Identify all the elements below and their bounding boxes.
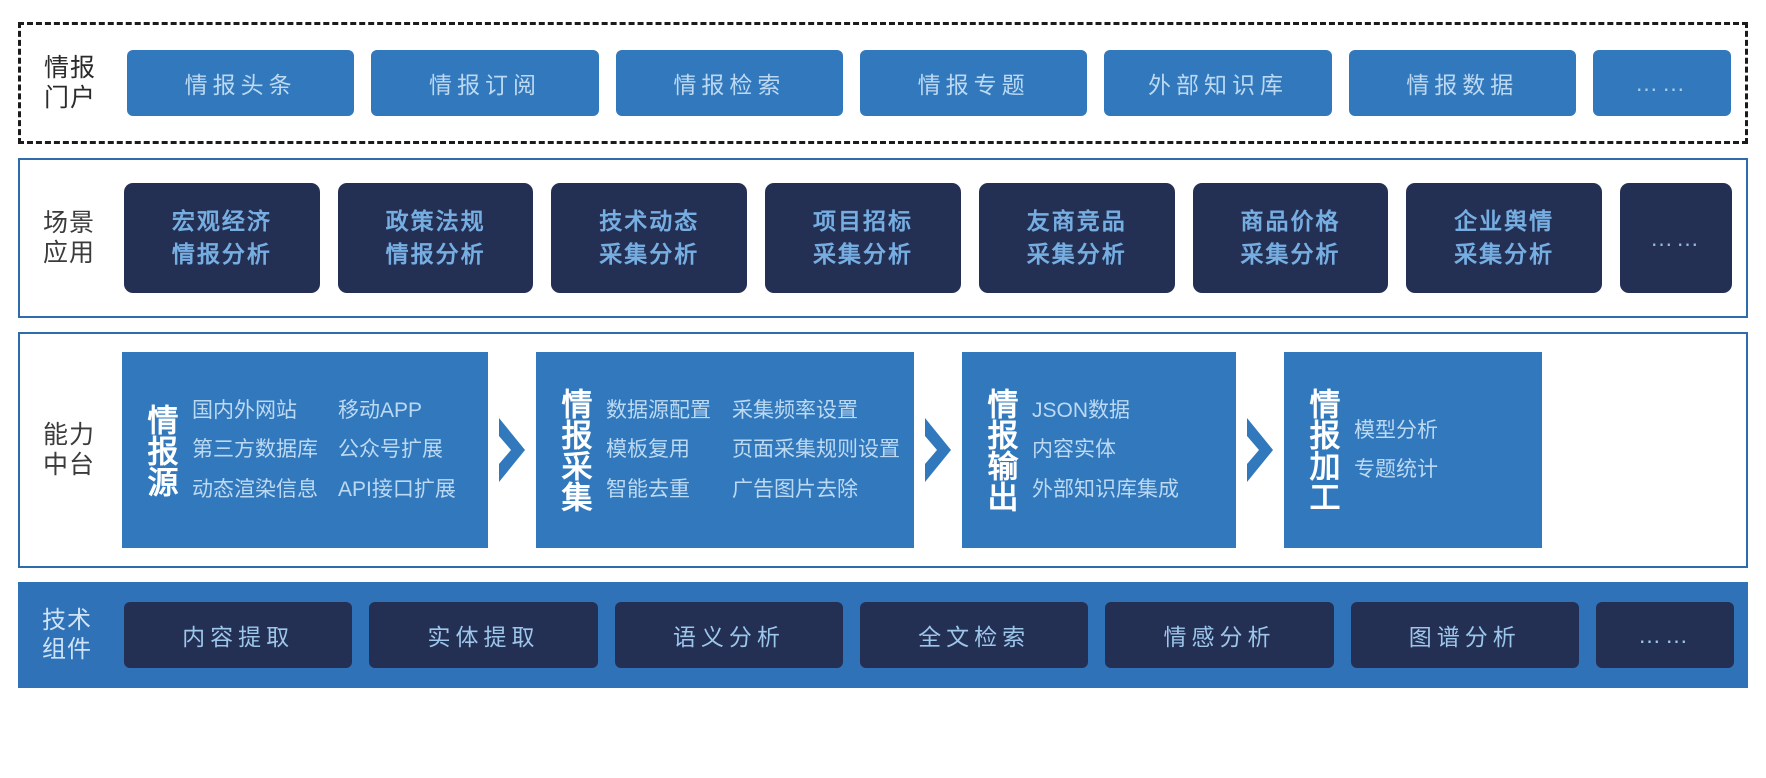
portal-cell-topic[interactable]: 情报专题 [859, 50, 1088, 116]
scenario-line-2: 采集分析 [599, 241, 700, 267]
capability-item-list: 国内外网站 移动APP 第三方数据库 公众号扩展 动态渲染信息 API接口扩展 [182, 399, 474, 500]
tech-component-row-label: 技术 组件 [42, 606, 92, 663]
capability-panel-intel-processing[interactable]: 情报加工 模型分析 专题统计 [1284, 352, 1542, 548]
capability-item-external-kb-integration[interactable]: 外部知识库集成 [1032, 477, 1179, 501]
chevron-right-icon [488, 414, 536, 486]
portal-cell-more[interactable]: …… [1592, 50, 1731, 116]
portal-cell-external-kb[interactable]: 外部知识库 [1104, 50, 1332, 116]
tech-component-row: 技术 组件 内容提取 实体提取 语义分析 全文检索 情感分析 图谱分析 …… [18, 582, 1748, 688]
capability-item-template-reuse[interactable]: 模板复用 [606, 438, 690, 462]
scenario-cell-project-bidding[interactable]: 项目招标 采集分析 [765, 183, 961, 293]
capability-row-body: 情报源 国内外网站 移动APP 第三方数据库 公众号扩展 动态渲染信息 API接… [112, 352, 1736, 548]
capability-panel-title: 情报加工 [1304, 388, 1340, 512]
tech-cell-semantic-analysis[interactable]: 语义分析 [614, 602, 843, 668]
scenario-cell-commodity-price[interactable]: 商品价格 采集分析 [1192, 183, 1389, 293]
scenario-line-2: 采集分析 [1454, 241, 1555, 267]
capability-item-content-entity[interactable]: 内容实体 [1032, 438, 1116, 462]
scenario-line-2: 采集分析 [813, 241, 914, 267]
capability-item-topic-statistics[interactable]: 专题统计 [1354, 458, 1438, 481]
scenario-row: 场景 应用 宏观经济 情报分析 政策法规 情报分析 技术动态 采集分析 项目招标… [18, 158, 1748, 318]
chevron-right-icon [1236, 414, 1284, 486]
capability-item-smart-dedupe[interactable]: 智能去重 [606, 477, 690, 501]
scenario-line-2: 情报分析 [171, 241, 272, 267]
capability-item-page-rule-settings[interactable]: 页面采集规则设置 [732, 438, 900, 462]
portal-row-body: 情报头条 情报订阅 情报检索 情报专题 外部知识库 情报数据 …… [113, 50, 1731, 116]
scenario-line-1: 宏观经济 [171, 208, 272, 235]
capability-item-collection-frequency[interactable]: 采集频率设置 [732, 399, 858, 423]
scenario-line-1: 商品价格 [1240, 208, 1341, 235]
portal-cell-search[interactable]: 情报检索 [615, 50, 843, 116]
capability-panel-intel-output[interactable]: 情报输出 JSON数据 内容实体 外部知识库集成 [962, 352, 1236, 548]
capability-item-domestic-foreign-sites[interactable]: 国内外网站 [192, 399, 297, 423]
capability-flow: 情报源 国内外网站 移动APP 第三方数据库 公众号扩展 动态渲染信息 API接… [112, 352, 1736, 548]
chevron-right-icon [914, 414, 962, 486]
capability-item-official-account-extension[interactable]: 公众号扩展 [338, 438, 443, 462]
scenario-cell-tech-trends[interactable]: 技术动态 采集分析 [551, 183, 748, 293]
portal-cell-headline[interactable]: 情报头条 [127, 50, 355, 116]
scenario-line-1: 企业舆情 [1454, 208, 1555, 235]
capability-row: 能力 中台 情报源 国内外网站 移动APP 第三方数据库 公众号扩展 动态渲染信… [18, 332, 1748, 568]
tech-cell-graph-analysis[interactable]: 图谱分析 [1350, 602, 1579, 668]
scenario-line-1: 政策法规 [385, 208, 486, 235]
tech-component-cell-list: 内容提取 实体提取 语义分析 全文检索 情感分析 图谱分析 …… [110, 602, 1734, 668]
tech-cell-more[interactable]: …… [1595, 602, 1734, 668]
capability-item-dynamic-render-info[interactable]: 动态渲染信息 [192, 477, 318, 501]
capability-item-list: JSON数据 内容实体 外部知识库集成 [1022, 399, 1222, 500]
scenario-cell-enterprise-opinion[interactable]: 企业舆情 采集分析 [1406, 183, 1603, 293]
capability-item-mobile-app[interactable]: 移动APP [338, 399, 423, 423]
scenario-cell-policy-regulation[interactable]: 政策法规 情报分析 [337, 183, 534, 293]
scenario-line-1: 项目招标 [813, 208, 914, 235]
scenario-cell-more[interactable]: …… [1620, 183, 1733, 293]
capability-item-third-party-db[interactable]: 第三方数据库 [192, 438, 318, 462]
scenario-cell-list: 宏观经济 情报分析 政策法规 情报分析 技术动态 采集分析 项目招标 采集分析 … [112, 183, 1733, 293]
scenario-line-1: …… [1650, 224, 1703, 251]
scenario-cell-competitor-products[interactable]: 友商竞品 采集分析 [978, 183, 1175, 293]
capability-row-label: 能力 中台 [42, 420, 95, 480]
capability-item-api-extension[interactable]: API接口扩展 [338, 477, 456, 501]
portal-row: 情报 门户 情报头条 情报订阅 情报检索 情报专题 外部知识库 情报数据 …… [18, 22, 1748, 144]
portal-cell-data[interactable]: 情报数据 [1348, 50, 1576, 116]
scenario-cell-macro-economy[interactable]: 宏观经济 情报分析 [124, 183, 320, 293]
capability-item-list: 数据源配置 采集频率设置 模板复用 页面采集规则设置 智能去重 广告图片去除 [596, 399, 900, 500]
portal-row-label: 情报 门户 [43, 53, 96, 113]
scenario-line-1: 友商竞品 [1026, 208, 1127, 235]
capability-panel-intel-collection[interactable]: 情报采集 数据源配置 采集频率设置 模板复用 页面采集规则设置 智能去重 广告图… [536, 352, 914, 548]
tech-component-row-body: 内容提取 实体提取 语义分析 全文检索 情感分析 图谱分析 …… [110, 602, 1734, 668]
capability-item-model-analysis[interactable]: 模型分析 [1354, 418, 1438, 442]
capability-panel-intel-source[interactable]: 情报源 国内外网站 移动APP 第三方数据库 公众号扩展 动态渲染信息 API接… [122, 352, 488, 548]
scenario-line-2: 情报分析 [385, 241, 486, 267]
scenario-line-2: 采集分析 [1240, 241, 1341, 267]
scenario-row-label: 场景 应用 [42, 208, 95, 268]
capability-item-ad-image-removal[interactable]: 广告图片去除 [732, 477, 858, 501]
capability-panel-title: 情报源 [142, 403, 178, 497]
scenario-line-2: 采集分析 [1026, 241, 1127, 267]
scenario-row-body: 宏观经济 情报分析 政策法规 情报分析 技术动态 采集分析 项目招标 采集分析 … [112, 183, 1733, 293]
scenario-line-1: 技术动态 [599, 208, 700, 235]
capability-panel-title: 情报采集 [556, 388, 592, 512]
tech-cell-entity-extraction[interactable]: 实体提取 [369, 602, 598, 668]
tech-cell-sentiment-analysis[interactable]: 情感分析 [1105, 602, 1334, 668]
capability-panel-title: 情报输出 [982, 388, 1018, 512]
capability-item-datasource-config[interactable]: 数据源配置 [606, 399, 711, 423]
capability-item-list: 模型分析 专题统计 [1344, 419, 1528, 481]
tech-cell-fulltext-search[interactable]: 全文检索 [859, 602, 1089, 668]
tech-cell-content-extraction[interactable]: 内容提取 [124, 602, 353, 668]
portal-cell-subscription[interactable]: 情报订阅 [371, 50, 599, 116]
capability-item-json-data[interactable]: JSON数据 [1032, 399, 1131, 423]
portal-cell-list: 情报头条 情报订阅 情报检索 情报专题 外部知识库 情报数据 …… [113, 50, 1731, 116]
